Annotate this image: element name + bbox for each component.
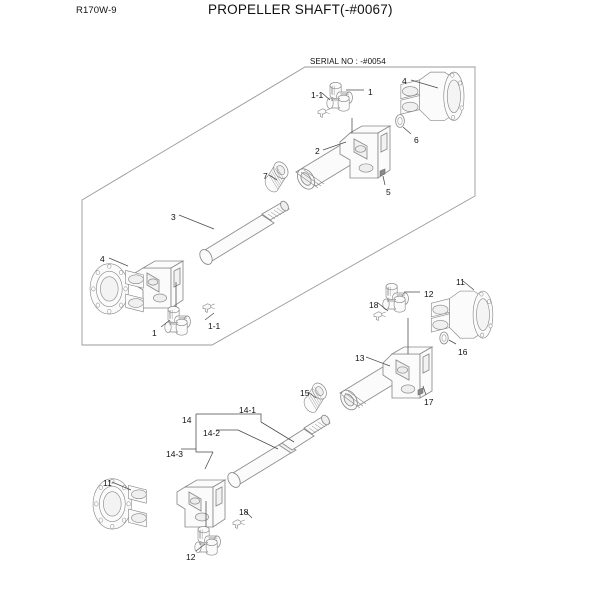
callout-18-lower-grease-fitting: 18	[239, 507, 249, 517]
part-14-1-shaft	[281, 414, 331, 451]
part-3-slip-shaft	[134, 200, 290, 309]
lower-assembly	[92, 280, 494, 556]
part-4-flange-yoke-right	[400, 71, 465, 121]
upper-assembly-border	[81, 66, 476, 346]
model-code: R170W-9	[76, 5, 117, 16]
part-13-tube	[339, 346, 434, 411]
part-16-oring	[439, 331, 449, 345]
callout-12-upper-spider-lower-asm: 12	[424, 289, 434, 299]
part-14-slip-shaft-assembly	[176, 414, 331, 528]
part-11-flange-yoke-right	[430, 290, 494, 339]
callout-4-upper-right-flange-yoke: 4	[402, 76, 407, 86]
callout-4-upper-left-flange-yoke: 4	[100, 254, 105, 264]
callout-6-upper-oring: 6	[414, 135, 419, 145]
leader-lines-lower	[111, 280, 475, 552]
callout-13-tube: 13	[355, 353, 365, 363]
part-1-1-grease-fitting-lower	[202, 303, 216, 313]
callout-11-right-flange-yoke: 11	[456, 277, 465, 287]
callout-12-lower-spider: 12	[186, 552, 196, 562]
part-2-yoke-block	[339, 125, 392, 179]
part-13-yoke-block	[382, 346, 434, 399]
part-12-spider-lower	[194, 526, 221, 556]
callout-1-1-lower-grease-fitting-upper-asm: 1-1	[208, 321, 221, 331]
callout-17-plug: 17	[424, 397, 434, 407]
callout-3-slip-shaft: 3	[171, 212, 176, 222]
leader-lines-upper	[108, 79, 439, 328]
callout-15-dust-cap: 15	[300, 388, 310, 398]
callout-7-dust-cap: 7	[263, 171, 268, 181]
callout-2-tube: 2	[315, 146, 320, 156]
bracket-14-group	[181, 413, 262, 453]
callout-5-upper-plug: 5	[386, 187, 391, 197]
part-2-tube	[295, 125, 392, 190]
callout-14-3-yoke: 14-3	[166, 449, 184, 459]
callout-1-upper-spider: 1	[368, 87, 373, 97]
callout-14-1-shaft: 14-1	[239, 405, 257, 415]
part-11-flange-yoke-left	[92, 478, 147, 530]
part-14-3-yoke	[176, 479, 227, 528]
callout-16-oring: 16	[458, 347, 468, 357]
callout-14-slip-shaft-assembly: 14	[182, 415, 192, 425]
part-3-slip-yoke	[134, 260, 185, 309]
part-18-grease-fitting-upper	[373, 311, 387, 321]
callout-1-lower-spider-upper-asm: 1	[152, 328, 157, 338]
upper-assembly	[89, 71, 465, 336]
part-5-plug	[379, 168, 386, 177]
part-4-flange-yoke-left	[89, 263, 144, 315]
part-14-2-sleeve	[227, 441, 297, 488]
serial-number-note: SERIAL NO : -#0054	[310, 57, 386, 66]
part-1-1-grease-fitting-upper	[317, 108, 331, 118]
page-title: PROPELLER SHAFT(-#0067)	[208, 2, 393, 17]
part-12-spider-upper	[382, 283, 409, 313]
part-17-plug	[417, 387, 424, 396]
part-6-oring	[395, 114, 405, 128]
part-1-spider-upper	[326, 82, 353, 112]
callout-14-2-sleeve: 14-2	[203, 428, 221, 438]
callout-11-left-flange-yoke: 11	[103, 478, 112, 488]
part-18-grease-fitting-lower	[232, 519, 246, 529]
callout-1-1-upper-grease-fitting: 1-1	[311, 90, 324, 100]
callout-18-upper-grease-fitting-lower-asm: 18	[369, 300, 379, 310]
